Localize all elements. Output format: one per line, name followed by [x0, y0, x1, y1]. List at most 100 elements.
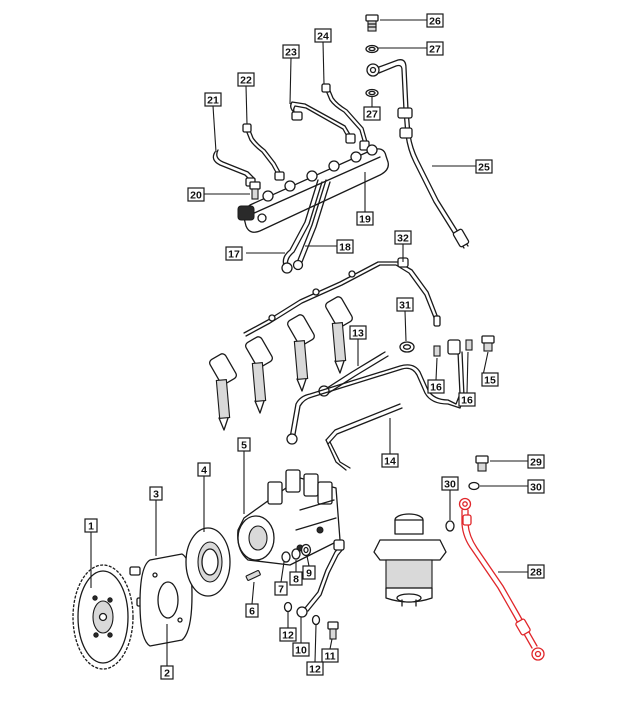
part-3-gasket[interactable]	[139, 553, 193, 647]
svg-text:30: 30	[444, 479, 456, 491]
part-4-flange[interactable]	[185, 527, 231, 597]
svg-text:27: 27	[429, 44, 441, 56]
callout-25: 25	[475, 159, 493, 174]
part-26-banjo-bolt[interactable]	[365, 14, 379, 32]
callout-17: 17	[225, 246, 243, 261]
part-13-pipe[interactable]	[318, 351, 389, 397]
callout-20: 20	[187, 187, 205, 202]
part-10-pipe[interactable]	[296, 539, 345, 618]
callout-14: 14	[381, 453, 399, 468]
svg-text:26: 26	[429, 16, 441, 28]
part-30-washer-right[interactable]	[468, 481, 480, 491]
svg-text:8: 8	[293, 574, 299, 586]
part-7-washer[interactable]	[281, 551, 291, 563]
svg-text:32: 32	[397, 233, 409, 245]
injectors[interactable]	[208, 295, 354, 431]
part-5-injection-pump[interactable]	[237, 469, 341, 566]
callout-2: 2	[160, 665, 174, 680]
callout-19: 19	[356, 211, 374, 226]
callout-27-top: 27	[426, 41, 444, 56]
svg-text:17: 17	[228, 249, 240, 261]
part-30-washer-left[interactable]	[445, 520, 455, 532]
callout-3: 3	[149, 486, 163, 501]
part-20-bolt[interactable]	[249, 181, 261, 200]
part-15-bolt[interactable]	[481, 335, 495, 352]
callout-28: 28	[527, 564, 545, 579]
svg-text:12: 12	[309, 664, 321, 676]
callout-23: 23	[282, 44, 300, 59]
svg-text:9: 9	[306, 568, 312, 580]
callout-6: 6	[245, 603, 259, 618]
callout-22: 22	[237, 72, 255, 87]
svg-text:15: 15	[484, 375, 496, 387]
part-25-return-line[interactable]	[366, 59, 470, 249]
part-18-feed-pipe[interactable]	[292, 179, 331, 271]
svg-text:20: 20	[190, 190, 202, 202]
callout-24: 24	[314, 28, 332, 43]
callout-32: 32	[394, 230, 412, 245]
callout-26: 26	[426, 13, 444, 28]
part-19-common-rail[interactable]	[237, 144, 389, 233]
part-24-injection-pipe[interactable]	[321, 83, 370, 151]
callout-27-bottom: 27	[363, 106, 381, 121]
svg-text:16: 16	[461, 395, 473, 407]
fuel-filter[interactable]	[373, 513, 447, 607]
svg-text:22: 22	[240, 75, 252, 87]
svg-text:30: 30	[530, 482, 542, 494]
part-27-washer-bottom[interactable]	[365, 88, 379, 98]
svg-text:14: 14	[384, 456, 396, 468]
svg-text:27: 27	[366, 109, 378, 121]
callout-1: 1	[84, 518, 98, 533]
callout-9: 9	[302, 565, 316, 580]
callout-30-right: 30	[527, 479, 545, 494]
part-31-clip[interactable]	[399, 341, 415, 353]
callout-18: 18	[336, 239, 354, 254]
callout-13: 13	[349, 325, 367, 340]
svg-text:25: 25	[478, 162, 490, 174]
part-8-washer[interactable]	[291, 548, 301, 560]
part-16-seal-left[interactable]	[433, 345, 441, 357]
part-6-stud[interactable]	[245, 570, 261, 581]
part-17-feed-pipe[interactable]	[281, 179, 323, 274]
part-22-injection-pipe[interactable]	[242, 123, 285, 181]
part-12-oring-left[interactable]	[283, 601, 293, 613]
part-9-nut[interactable]	[300, 543, 312, 557]
svg-text:5: 5	[241, 440, 247, 452]
callout-10: 10	[292, 642, 310, 657]
svg-text:4: 4	[201, 465, 207, 477]
callout-7: 7	[274, 581, 288, 596]
part-32-leak-off-line[interactable]	[243, 257, 441, 337]
svg-text:31: 31	[399, 300, 411, 312]
part-27-washer-top[interactable]	[365, 44, 379, 54]
callout-31: 31	[396, 297, 414, 312]
part-21-injection-pipe[interactable]	[212, 149, 256, 187]
callout-5: 5	[237, 437, 251, 452]
callout-29: 29	[527, 454, 545, 469]
callout-16-left: 16	[427, 379, 445, 394]
part-16-seal-right[interactable]	[465, 339, 473, 351]
part-1-gear[interactable]	[72, 564, 134, 670]
part-28-fuel-line[interactable]	[458, 497, 545, 661]
svg-text:21: 21	[207, 95, 219, 107]
part-12-oring-right[interactable]	[311, 614, 321, 626]
callout-12-left: 12	[279, 627, 297, 642]
callout-15: 15	[481, 372, 499, 387]
callout-16-right: 16	[458, 392, 476, 407]
part-14-supply-pipe[interactable]	[286, 339, 465, 471]
callout-21: 21	[204, 92, 222, 107]
svg-text:7: 7	[278, 584, 284, 596]
svg-text:28: 28	[530, 567, 542, 579]
svg-text:12: 12	[282, 630, 294, 642]
svg-text:19: 19	[359, 214, 371, 226]
svg-text:13: 13	[352, 328, 364, 340]
part-23-injection-pipe[interactable]	[290, 101, 356, 144]
svg-text:23: 23	[285, 47, 297, 59]
part-29-banjo-bolt[interactable]	[475, 455, 489, 472]
svg-text:2: 2	[164, 668, 170, 680]
svg-text:18: 18	[339, 242, 351, 254]
svg-text:11: 11	[324, 651, 335, 663]
part-11-bolt[interactable]	[327, 621, 339, 640]
leader-lines	[90, 19, 528, 666]
svg-text:1: 1	[88, 521, 94, 533]
